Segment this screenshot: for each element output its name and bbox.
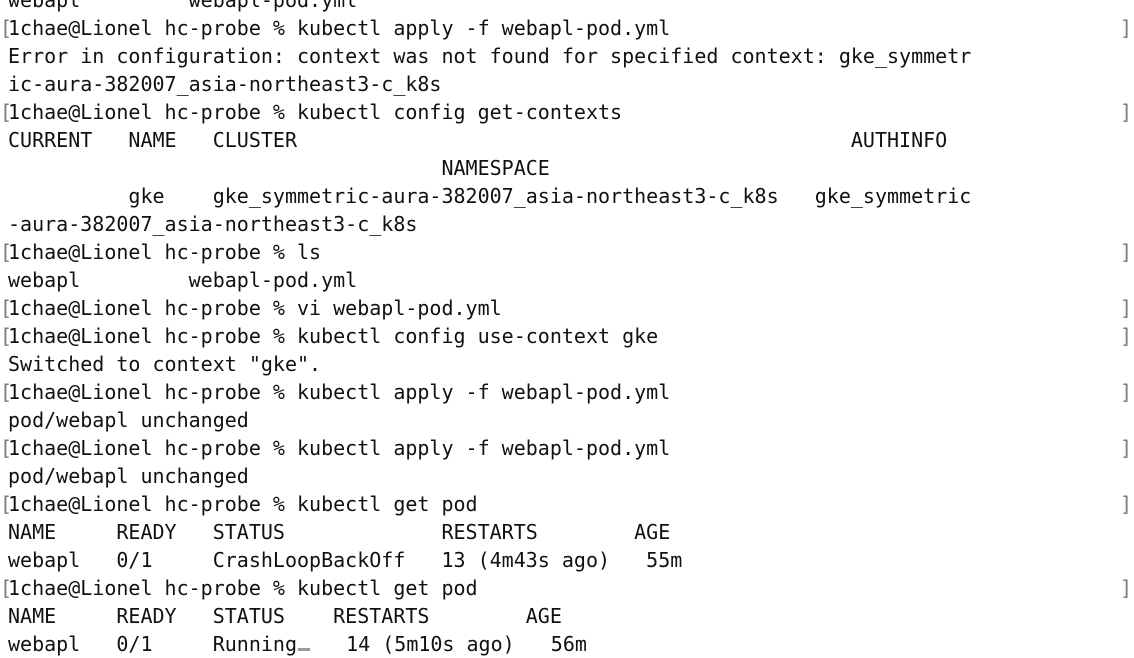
terminal-output-line: CURRENT NAME CLUSTER AUTHINFO [0,126,1134,154]
output-text: webapl webapl-pod.yml [8,268,358,292]
terminal-prompt-line: [1chae@Lionel hc-probe % kubectl apply -… [0,14,1134,42]
shell-command: kubectl apply -f webapl-pod.yml [296,436,671,460]
output-text: webapl webapl-pod.yml [8,0,358,12]
output-text-tail: 14 (5m10s ago) 56m [309,632,587,656]
prompt-bracket-close: ] [1119,100,1132,124]
prompt-bracket-open: [ [0,324,13,348]
output-text: NAME READY STATUS RESTARTS AGE [8,604,562,628]
shell-command: kubectl config use-context gke [296,324,659,348]
output-text: pod/webapl unchanged [8,464,249,488]
terminal-output-line: NAMESPACE [0,154,1134,182]
shell-command: kubectl get pod [296,492,478,516]
output-text: Error in configuration: context was not … [8,44,972,68]
prompt-bracket-close: ] [1119,436,1132,460]
terminal-prompt-line: [1chae@Lionel hc-probe % kubectl config … [0,322,1134,350]
text-cursor [297,648,310,651]
shell-prompt: 1chae@Lionel hc-probe % [8,492,297,516]
shell-prompt: 1chae@Lionel hc-probe % [8,296,297,320]
shell-command: ls [296,240,322,264]
shell-command: kubectl apply -f webapl-pod.yml [296,380,671,404]
output-text: -aura-382007_asia-northeast3-c_k8s [8,212,418,236]
terminal-output-line: NAME READY STATUS RESTARTS AGE [0,602,1134,630]
prompt-bracket-open: [ [0,380,13,404]
shell-command: kubectl config get-contexts [296,100,623,124]
shell-prompt: 1chae@Lionel hc-probe % [8,100,297,124]
terminal-output-line: pod/webapl unchanged [0,462,1134,490]
terminal-prompt-line: [1chae@Lionel hc-probe % kubectl config … [0,98,1134,126]
terminal-output-line: ic-aura-382007_asia-northeast3-c_k8s [0,70,1134,98]
prompt-bracket-open: [ [0,492,13,516]
terminal-output-line: -aura-382007_asia-northeast3-c_k8s [0,210,1134,238]
terminal-output-line: Error in configuration: context was not … [0,42,1134,70]
prompt-bracket-close: ] [1119,324,1132,348]
terminal-output-line: webapl 0/1 CrashLoopBackOff 13 (4m43s ag… [0,546,1134,574]
terminal-output-line: Switched to context "gke". [0,350,1134,378]
shell-prompt: 1chae@Lionel hc-probe % [8,240,297,264]
output-text: Switched to context "gke". [8,352,322,376]
prompt-bracket-close: ] [1119,296,1132,320]
terminal-prompt-line: [1chae@Lionel hc-probe % kubectl apply -… [0,434,1134,462]
terminal-prompt-line: [1chae@Lionel hc-probe % kubectl get pod… [0,490,1134,518]
prompt-bracket-open: [ [0,240,13,264]
output-text: NAME READY STATUS RESTARTS AGE [8,520,671,544]
output-text: webapl 0/1 CrashLoopBackOff 13 (4m43s ag… [8,548,683,572]
terminal-output-line: gke gke_symmetric-aura-382007_asia-north… [0,182,1134,210]
shell-prompt: 1chae@Lionel hc-probe % [8,16,297,40]
prompt-bracket-close: ] [1119,240,1132,264]
output-text: NAMESPACE [8,156,550,180]
prompt-bracket-open: [ [0,100,13,124]
shell-prompt: 1chae@Lionel hc-probe % [8,324,297,348]
terminal-prompt-line: [1chae@Lionel hc-probe % vi webapl-pod.y… [0,294,1134,322]
shell-prompt: 1chae@Lionel hc-probe % [8,380,297,404]
terminal-output-line: NAME READY STATUS RESTARTS AGE [0,518,1134,546]
output-text: pod/webapl unchanged [8,408,249,432]
prompt-bracket-close: ] [1119,380,1132,404]
prompt-bracket-close: ] [1119,16,1132,40]
shell-prompt: 1chae@Lionel hc-probe % [8,436,297,460]
shell-command: kubectl get pod [296,576,478,600]
terminal-output-line: webapl 0/1 Running 14 (5m10s ago) 56m [0,630,1134,658]
shell-command: kubectl apply -f webapl-pod.yml [296,16,671,40]
prompt-bracket-open: [ [0,16,13,40]
terminal-prompt-line: [1chae@Lionel hc-probe % ls] [0,238,1134,266]
terminal-prompt-line: [1chae@Lionel hc-probe % kubectl apply -… [0,378,1134,406]
prompt-bracket-close: ] [1119,576,1132,600]
output-text: CURRENT NAME CLUSTER AUTHINFO [8,128,948,152]
terminal-prompt-line: [1chae@Lionel hc-probe % kubectl get pod… [0,574,1134,602]
shell-command: vi webapl-pod.yml [296,296,502,320]
prompt-bracket-open: [ [0,436,13,460]
output-text: webapl 0/1 Running [8,632,297,656]
prompt-bracket-open: [ [0,576,13,600]
prompt-bracket-close: ] [1119,492,1132,516]
shell-prompt: 1chae@Lionel hc-probe % [8,576,297,600]
terminal-output-line: webapl webapl-pod.yml [0,266,1134,294]
output-text: ic-aura-382007_asia-northeast3-c_k8s [8,72,442,96]
prompt-bracket-open: [ [0,296,13,320]
output-text: gke gke_symmetric-aura-382007_asia-north… [8,184,972,208]
terminal-output-line: webapl webapl-pod.yml [0,0,1134,14]
terminal-output-line: pod/webapl unchanged [0,406,1134,434]
